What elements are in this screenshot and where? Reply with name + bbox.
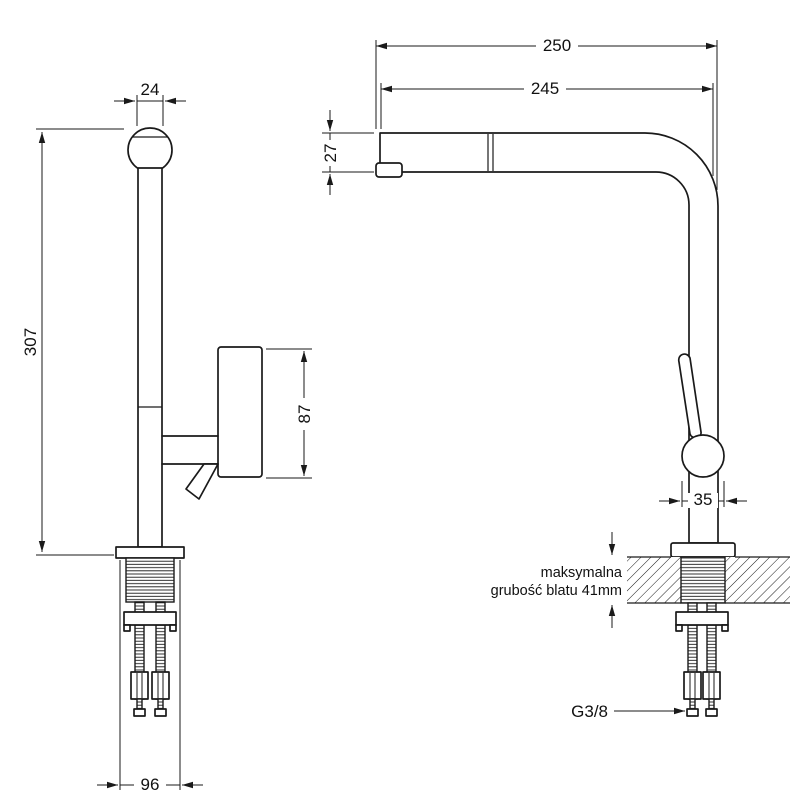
- horseshoe-washer: [123, 611, 177, 626]
- dim-label-96: 96: [141, 775, 160, 794]
- dim-label-245: 245: [531, 79, 559, 98]
- front-view-faucet-body: [375, 132, 736, 558]
- handle-lever-front: [677, 353, 702, 439]
- faucet-head-cap: [127, 127, 173, 173]
- dimension-spout-height: 27: [320, 110, 374, 195]
- dimension-body-width: 35: [659, 481, 747, 509]
- faucet-outline-front: [379, 132, 719, 544]
- stud-end-cap: [686, 708, 699, 717]
- front-view: 250 245 27 35: [320, 36, 790, 721]
- countertop-section: maksymalna grubość blatu 41mm: [491, 532, 790, 628]
- dim-label-35: 35: [694, 490, 713, 509]
- side-view: 24 307 87 96: [21, 80, 314, 794]
- stud-tip: [708, 698, 715, 710]
- handle-joint: [681, 434, 725, 478]
- handle-lever-side: [185, 463, 219, 500]
- stud-end-cap: [154, 708, 167, 717]
- thread-callout: G3/8: [571, 702, 685, 721]
- side-view-faucet-body: [115, 127, 263, 603]
- washer-tab: [675, 624, 683, 632]
- counter-note-line1: maksymalna: [541, 565, 623, 581]
- dim-label-307: 307: [21, 328, 40, 356]
- front-view-mounting-hardware: [675, 602, 729, 717]
- faucet-column: [137, 167, 163, 548]
- dimension-spout-reach: 245: [380, 79, 714, 176]
- washer-tab: [123, 624, 131, 632]
- stud-tip: [136, 698, 143, 710]
- dimension-spout-top-width: 24: [114, 80, 186, 126]
- dimension-handle-height: 87: [266, 348, 314, 479]
- handle-body-side: [217, 346, 263, 478]
- dimension-total-reach: 250: [375, 36, 718, 190]
- countertop-hatch-right: [725, 557, 790, 603]
- dim-label-24: 24: [141, 80, 160, 99]
- countertop-hatch-left: [627, 557, 681, 603]
- base-plate-side: [115, 546, 185, 559]
- stud-tip: [157, 698, 164, 710]
- mounting-nut: [683, 671, 702, 700]
- stud-tip: [689, 698, 696, 710]
- stud-end-cap: [133, 708, 146, 717]
- dim-label-87: 87: [295, 405, 314, 424]
- threaded-shank-side: [125, 557, 175, 603]
- thread-size-label: G3/8: [571, 702, 608, 721]
- washer-tab: [721, 624, 729, 632]
- dim-label-250: 250: [543, 36, 571, 55]
- dim-label-27: 27: [321, 144, 340, 163]
- dimension-total-height: 307: [21, 128, 124, 556]
- threaded-shank-front: [680, 556, 726, 604]
- side-view-mounting-hardware: [123, 601, 177, 717]
- stud-end-cap: [705, 708, 718, 717]
- base-plate-front: [670, 542, 736, 558]
- aerator: [375, 162, 403, 178]
- mounting-nut: [130, 671, 149, 700]
- dimension-base-width: 96: [97, 560, 203, 794]
- horseshoe-washer: [675, 611, 729, 626]
- counter-note-line2: grubość blatu 41mm: [491, 583, 622, 599]
- mounting-nut: [151, 671, 170, 700]
- mounting-nut: [702, 671, 721, 700]
- washer-tab: [169, 624, 177, 632]
